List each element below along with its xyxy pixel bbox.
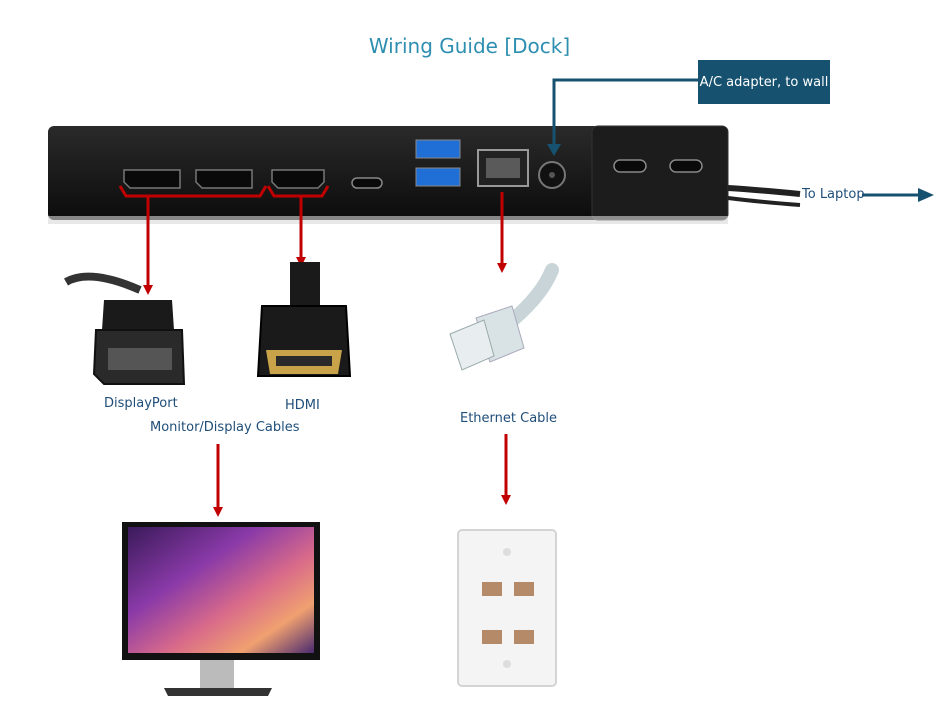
hdmi-bracket bbox=[266, 185, 330, 198]
displayport-bracket bbox=[118, 185, 268, 198]
to-laptop-label: To Laptop bbox=[802, 187, 865, 202]
displayport-port-2 bbox=[195, 169, 253, 189]
ethernet-label: Ethernet Cable bbox=[460, 411, 558, 426]
ac-adapter-line bbox=[552, 78, 698, 146]
diagram-title: Wiring Guide [Dock] bbox=[368, 34, 571, 58]
usb-a-port-2 bbox=[415, 167, 461, 187]
displayport-label: DisplayPort bbox=[104, 396, 178, 411]
ac-adapter-callout: A/C adapter, to wall bbox=[698, 60, 830, 104]
dock bbox=[48, 125, 801, 224]
ethernet-cable-image bbox=[449, 263, 559, 371]
monitor-image bbox=[122, 522, 320, 696]
thunderbolt-port-2 bbox=[669, 159, 703, 173]
hdmi-connector-image bbox=[256, 262, 352, 377]
monitor-cables-label: Monitor/Display Cables bbox=[150, 420, 300, 435]
displayport-connector-image bbox=[63, 272, 186, 385]
usb-a-port-1 bbox=[415, 139, 461, 159]
hdmi-port bbox=[271, 169, 325, 189]
wall-jack-image bbox=[457, 529, 557, 687]
thunderbolt-port-1 bbox=[613, 159, 647, 173]
usb-c-port bbox=[351, 177, 383, 189]
displayport-port-1 bbox=[123, 169, 181, 189]
hdmi-label: HDMI bbox=[285, 398, 320, 413]
